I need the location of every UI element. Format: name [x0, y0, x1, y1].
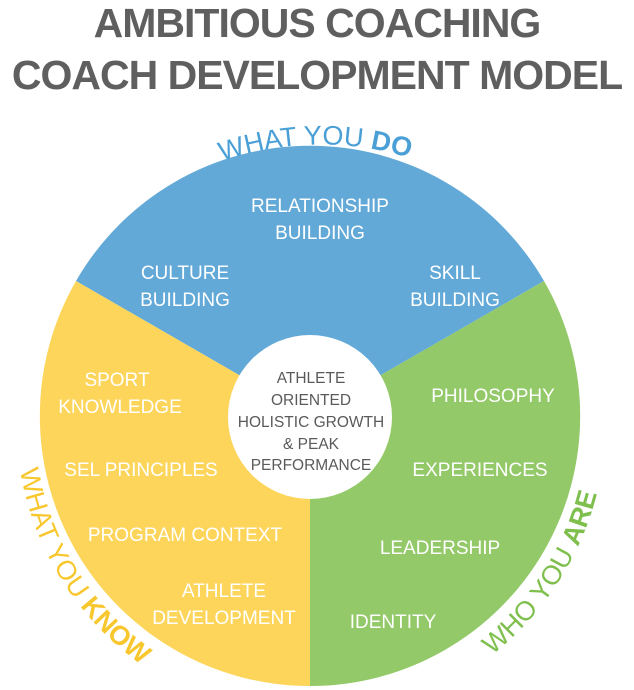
item-leadership: LEADERSHIP: [380, 538, 500, 559]
center-circle: [228, 335, 392, 499]
item-relationship-building-1: RELATIONSHIP: [251, 196, 389, 217]
item-culture-building-2: BUILDING: [140, 290, 230, 311]
item-program-context: PROGRAM CONTEXT: [88, 525, 283, 546]
item-athlete-development-1: ATHLETE: [182, 581, 266, 602]
center-line-1: ATHLETE: [277, 370, 346, 387]
item-philosophy: PHILOSOPHY: [431, 386, 555, 407]
center-line-4: & PEAK: [283, 436, 340, 453]
item-athlete-development-2: DEVELOPMENT: [152, 608, 296, 629]
title-line-2: COACH DEVELOPMENT MODEL: [11, 52, 623, 98]
item-relationship-building-2: BUILDING: [275, 223, 365, 244]
center-line-3: HOLISTIC GROWTH: [238, 414, 384, 431]
item-sel-principles: SEL PRINCIPLES: [64, 460, 217, 481]
center-line-2: ORIENTED: [271, 392, 351, 409]
item-skill-building-1: SKILL: [429, 263, 481, 284]
item-culture-building-1: CULTURE: [141, 263, 229, 284]
item-skill-building-2: BUILDING: [410, 290, 500, 311]
item-identity: IDENTITY: [350, 612, 437, 633]
segment-what-you-do: [76, 145, 544, 417]
item-experiences: EXPERIENCES: [412, 460, 547, 481]
item-sport-knowledge-2: KNOWLEDGE: [58, 397, 182, 418]
center-line-5: PERFORMANCE: [251, 457, 372, 474]
title-line-1: AMBITIOUS COACHING: [93, 0, 542, 46]
item-sport-knowledge-1: SPORT: [84, 370, 150, 391]
